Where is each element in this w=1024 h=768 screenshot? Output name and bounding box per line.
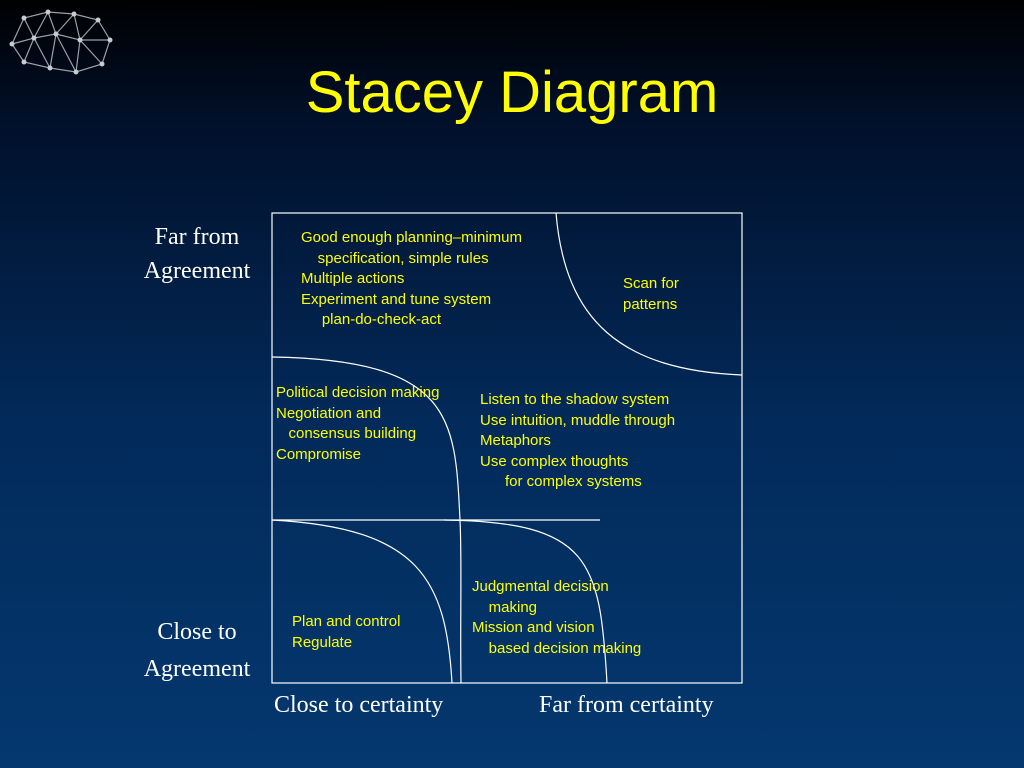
curve-middle xyxy=(271,356,462,684)
network-mesh-icon xyxy=(9,9,113,75)
y-axis-top-line1: Far from xyxy=(154,224,240,250)
y-axis-bottom-line1: Close to xyxy=(157,619,237,645)
curve-top-right xyxy=(555,212,743,376)
y-axis-top-line2: Agreement xyxy=(143,258,251,284)
zone-center-text: Listen to the shadow system Use intuitio… xyxy=(480,391,676,490)
curve-bottom-left xyxy=(271,519,453,684)
y-axis-bottom-line2: Agreement xyxy=(143,656,251,682)
page-title-text: Stacey Diagram xyxy=(305,60,719,125)
zone-top-right-text: Scan for patterns xyxy=(623,275,679,313)
curve-bottom-right xyxy=(443,519,608,684)
zone-bottom-right-text: Judgmental decision making Mission and v… xyxy=(472,578,642,657)
zone-bottom-left-text: Plan and control Regulate xyxy=(292,613,401,651)
zone-middle-left-text: Political decision making Negotiation an… xyxy=(276,384,440,463)
y-axis-bottom-label: Close to Agreement xyxy=(122,614,272,688)
x-axis-right-label: Far from certainty xyxy=(539,692,714,718)
x-axis-left-label: Close to certainty xyxy=(274,692,444,718)
zone-top-text: Good enough planning–minimum specificati… xyxy=(301,229,522,328)
y-axis-top-label: Far from Agreement xyxy=(122,220,272,288)
page-title: Stacey Diagram xyxy=(0,64,1024,122)
diagram-frame xyxy=(271,212,743,684)
